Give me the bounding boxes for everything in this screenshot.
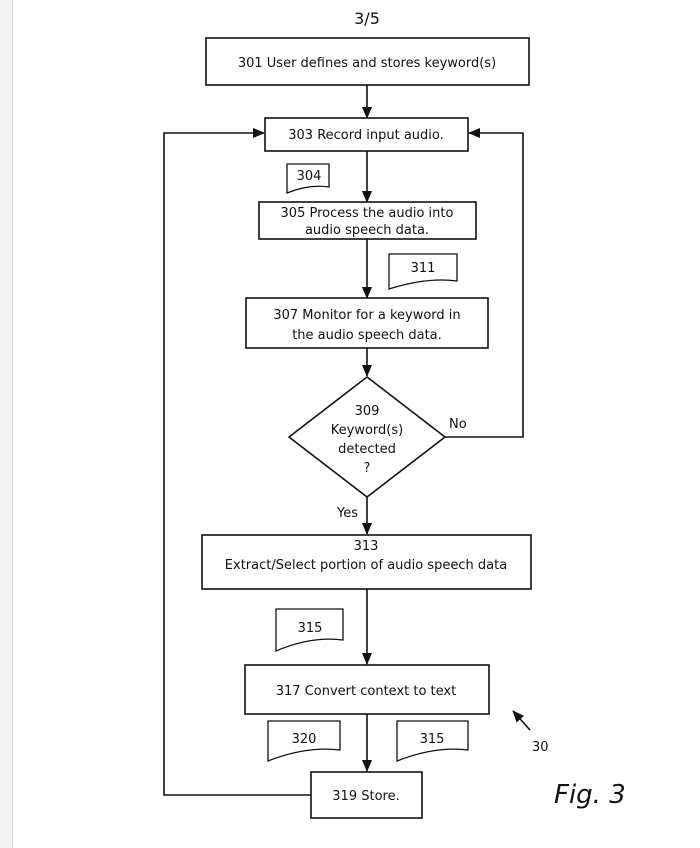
branch-no-label: No [449, 417, 467, 432]
decision-309-line2: Keyword(s) [331, 423, 403, 438]
decision-309-line3: detected [338, 442, 396, 457]
arrow-no-loop-to-303 [445, 133, 523, 437]
step-319-box: 319 Store. [311, 772, 422, 818]
document-320: 320 [268, 721, 340, 761]
step-301-label: 301 User defines and stores keyword(s) [238, 56, 496, 71]
step-305-label-line2: audio speech data. [305, 223, 429, 238]
step-319-label: 319 Store. [332, 789, 399, 804]
step-303-label: 303 Record input audio. [288, 128, 444, 143]
document-315-upper: 315 [276, 609, 343, 651]
document-315-upper-label: 315 [298, 621, 323, 636]
step-313-number: 313 [354, 539, 379, 554]
document-315-lower-label: 315 [420, 732, 445, 747]
decision-309-number: 309 [355, 404, 380, 419]
document-311-label: 311 [411, 261, 436, 276]
document-304: 304 [287, 164, 329, 193]
document-315-lower: 315 [397, 721, 468, 761]
step-301-box: 301 User defines and stores keyword(s) [206, 38, 529, 85]
reference-30-arrow [513, 711, 530, 730]
step-307-label-line2: the audio speech data. [292, 328, 442, 343]
reference-30-label: 30 [532, 740, 549, 755]
decision-309-diamond: 309 Keyword(s) detected ? [289, 377, 445, 497]
decision-309-line4: ? [364, 461, 371, 476]
step-307-label-line1: 307 Monitor for a keyword in [273, 308, 460, 323]
step-317-label: 317 Convert context to text [276, 684, 456, 699]
step-307-box: 307 Monitor for a keyword in the audio s… [246, 298, 488, 348]
step-305-box: 305 Process the audio into audio speech … [259, 202, 476, 239]
branch-yes-label: Yes [336, 506, 358, 521]
document-304-label: 304 [297, 169, 322, 184]
step-303-box: 303 Record input audio. [265, 118, 468, 151]
patent-drawing-page: 3/5 301 User defines and stores keyword(… [12, 0, 700, 848]
document-320-label: 320 [292, 732, 317, 747]
page-number: 3/5 [354, 9, 380, 28]
figure-label: Fig. 3 [554, 780, 626, 810]
step-305-label-line1: 305 Process the audio into [281, 206, 454, 221]
document-311: 311 [389, 254, 457, 289]
flowchart-canvas: 3/5 301 User defines and stores keyword(… [13, 0, 700, 848]
step-313-label: Extract/Select portion of audio speech d… [225, 558, 507, 573]
step-313-box: 313 Extract/Select portion of audio spee… [202, 535, 531, 589]
step-317-box: 317 Convert context to text [245, 665, 489, 714]
